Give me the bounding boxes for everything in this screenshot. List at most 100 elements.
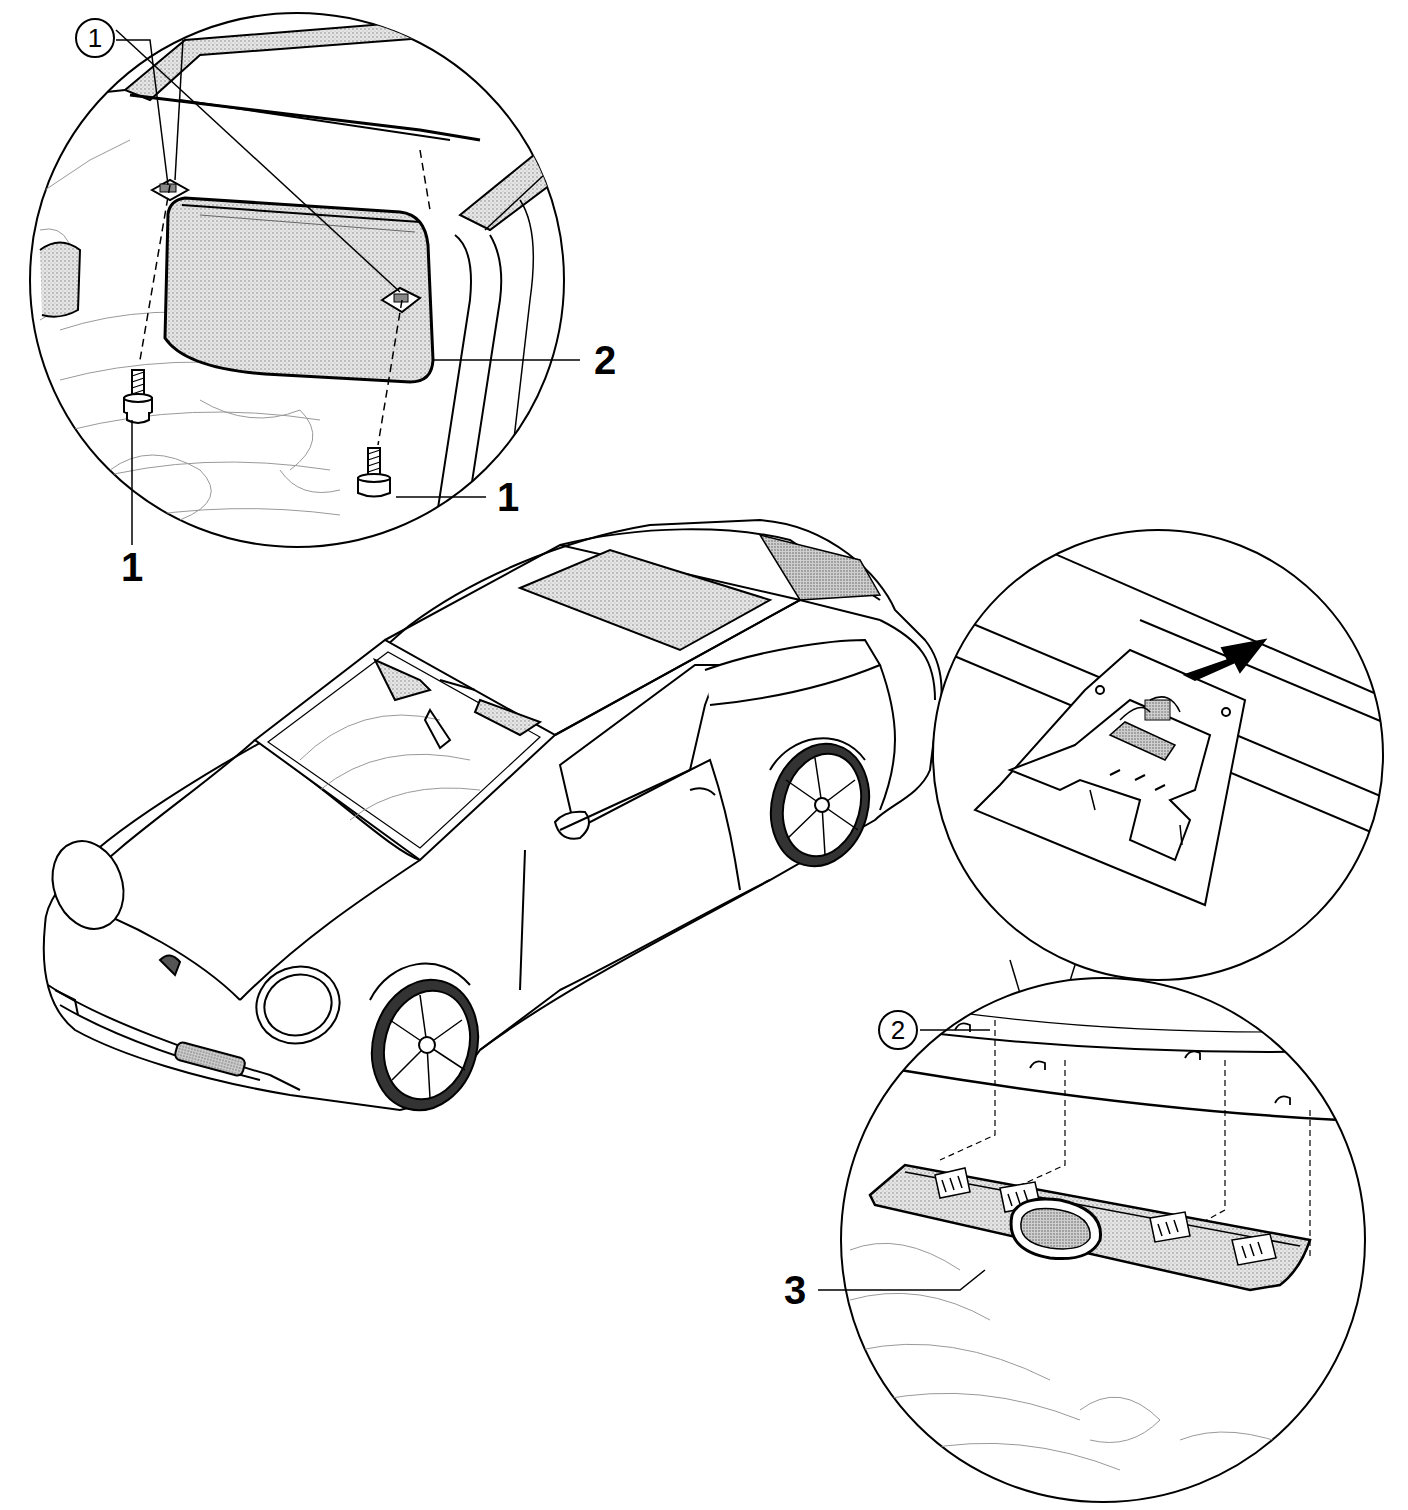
- illustration-line: [30, 90, 125, 100]
- illustration-line: [358, 448, 390, 497]
- callout-number: 3: [782, 1269, 808, 1311]
- illustration-line: [935, 1168, 1276, 1265]
- illustration-line: [246, 955, 351, 1055]
- illustration-line: [1185, 1051, 1200, 1060]
- illustration-line: [850, 1293, 990, 1320]
- clip-detail: [933, 530, 1390, 980]
- illustration-line: [520, 550, 770, 650]
- illustration-line: [1185, 640, 1265, 680]
- illustration-line: [131, 420, 133, 545]
- illustration-line: [124, 394, 152, 402]
- illustration-line: [140, 185, 170, 360]
- illustration-line: [555, 600, 880, 735]
- illustration-line: [110, 455, 211, 520]
- illustration-line: [1360, 1000, 1380, 1170]
- illustration-line: [255, 640, 555, 860]
- illustration-line: [174, 1041, 246, 1077]
- illustration-line: [300, 715, 480, 820]
- illustration-line: [1158, 1220, 1178, 1236]
- illustration-line: [368, 450, 380, 472]
- callout-number: 1: [88, 25, 102, 51]
- illustration-line: [256, 965, 340, 1045]
- illustration-line: [1096, 686, 1104, 694]
- illustration-line: [358, 474, 390, 482]
- illustration-line: [419, 1037, 435, 1053]
- callout-number: 2: [891, 1017, 905, 1043]
- illustration-line: [485, 160, 560, 230]
- illustration-line: [440, 680, 475, 690]
- illustration-line: [60, 1005, 260, 1080]
- illustration-line: [560, 529, 880, 600]
- illustration-line: [933, 530, 1383, 980]
- illustration-line: [940, 1020, 995, 1160]
- illustration-line: [850, 1243, 960, 1270]
- illustration-line: [475, 700, 540, 735]
- illustration-line: [1010, 1060, 1065, 1190]
- illustration-line: [1242, 1242, 1262, 1258]
- illustration-line: [520, 850, 525, 990]
- sun-visor-detail: [30, 10, 570, 560]
- illustration-line: [1011, 1199, 1100, 1259]
- illustration-line: [120, 509, 340, 520]
- illustration-line: [30, 10, 570, 560]
- illustration-line: [1110, 722, 1175, 760]
- illustration-line: [1222, 708, 1230, 716]
- illustration-line: [1021, 1209, 1090, 1249]
- illustration-line: [41, 831, 136, 939]
- illustration-line: [942, 1176, 962, 1192]
- illustration-line: [560, 665, 720, 830]
- illustration-line: [1150, 1212, 1190, 1242]
- illustration-line: [1010, 700, 1210, 860]
- illustration-line: [786, 758, 858, 855]
- illustration-line: [1180, 1432, 1300, 1450]
- illustration-line: [425, 710, 450, 748]
- illustration-line: [160, 184, 176, 192]
- illustration-line: [90, 462, 330, 480]
- illustration-line: [382, 288, 420, 312]
- illustration-line: [385, 545, 800, 735]
- illustration-line: [44, 520, 942, 1110]
- car-illustration: [41, 520, 942, 1122]
- illustration-line: [30, 13, 564, 547]
- illustration-line: [1000, 530, 1390, 700]
- illustration-line: [1110, 770, 1165, 790]
- illustration-line: [480, 880, 770, 1050]
- illustration-line: [372, 981, 482, 1109]
- illustration-line: [280, 470, 340, 493]
- callout-number: 1: [495, 476, 521, 518]
- illustration-line: [390, 995, 465, 1098]
- illustration-line: [880, 665, 895, 810]
- illustration-line: [124, 370, 152, 423]
- illustration-line: [180, 100, 450, 140]
- illustration-line: [705, 640, 880, 705]
- illustration-line: [182, 205, 420, 222]
- illustration-line: [432, 359, 580, 361]
- illustration-line: [880, 1393, 1080, 1420]
- illustration-line: [920, 1029, 990, 1031]
- illustration-line: [786, 758, 858, 855]
- illustration-line: [560, 760, 740, 890]
- callout-circle: 1: [75, 18, 115, 58]
- illustration-line: [420, 150, 430, 210]
- illustration-line: [758, 733, 883, 878]
- illustration-line: [940, 530, 1390, 905]
- illustration-line: [358, 968, 493, 1122]
- illustration-line: [375, 660, 430, 700]
- illustration-line: [55, 990, 78, 1015]
- illustration-line: [116, 40, 168, 185]
- illustration-line: [1150, 697, 1180, 712]
- illustration-line: [935, 1168, 970, 1198]
- illustration-line: [1120, 708, 1150, 721]
- illustration-line: [760, 535, 880, 600]
- illustration-line: [40, 243, 80, 317]
- illustration-line: [160, 10, 190, 30]
- trim-detail: [830, 978, 1380, 1502]
- illustration-line: [690, 788, 715, 795]
- illustration-line: [127, 412, 149, 423]
- callout-circle: 2: [878, 1010, 918, 1050]
- illustration-line: [860, 1344, 1050, 1380]
- illustration-line: [935, 1168, 1276, 1265]
- illustration-line: [30, 140, 130, 200]
